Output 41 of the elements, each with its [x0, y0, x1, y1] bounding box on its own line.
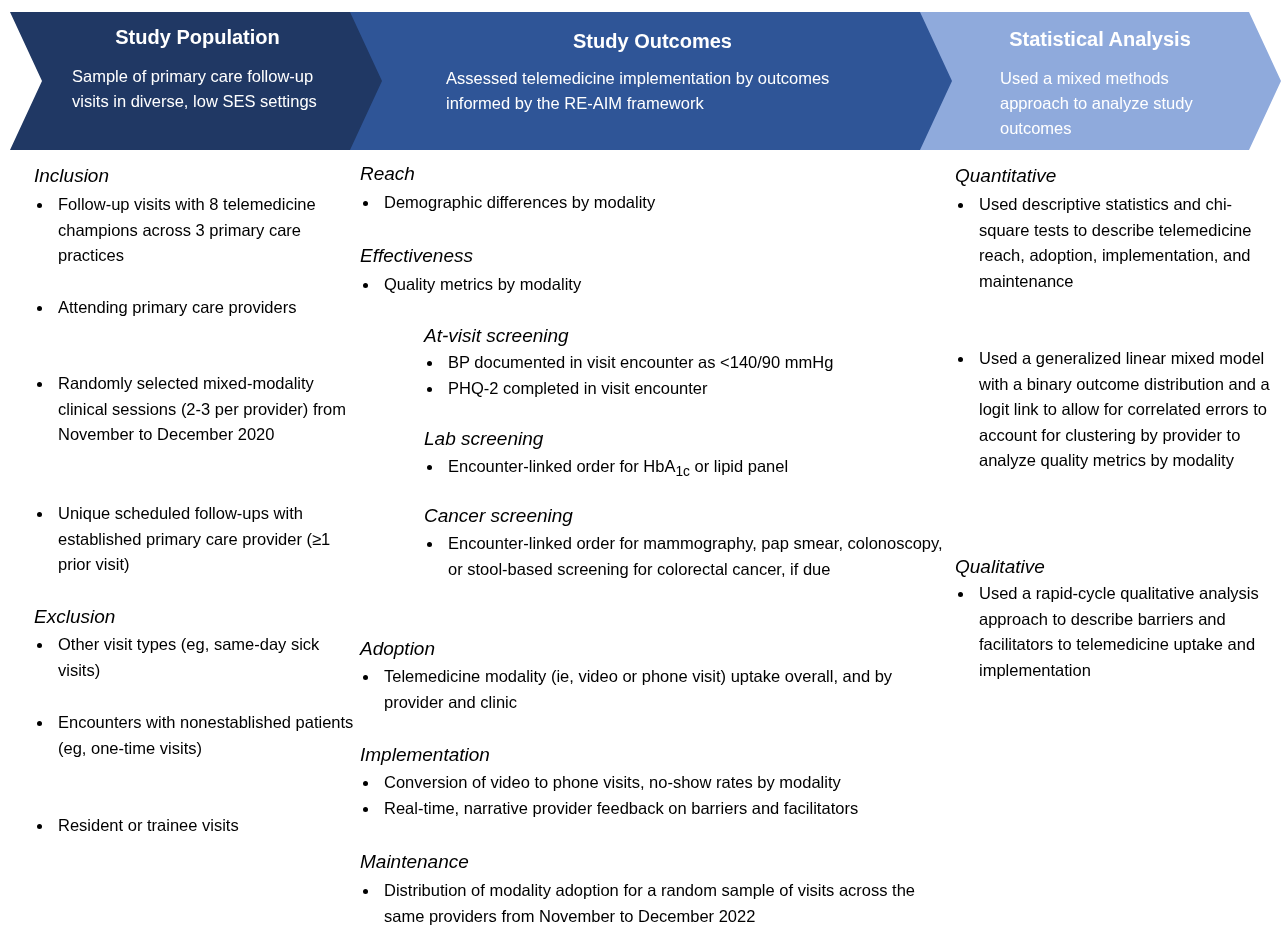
chevron-banner [10, 12, 385, 150]
section-heading: Adoption [360, 637, 436, 661]
section-heading: Effectiveness [360, 244, 474, 268]
bullet-item: Quality metrics by modality [360, 272, 954, 298]
banner-heading: Statistical Analysis [1008, 28, 1192, 51]
section-heading: Cancer screening [424, 504, 574, 528]
section-heading: Reach [360, 162, 416, 186]
banner-heading: Study Population [114, 26, 281, 49]
bullet-item: Used a generalized linear mixed model with a binary outcome distribution and a logit link to allow for correlated errors to account for clustering by provider to analyze quality metrics by modality [955, 346, 1279, 474]
bullet-item: BP documented in visit encounter as <140/90 mmHg [424, 350, 954, 376]
bullet-item: Other visit types (eg, same-day sick visits) [34, 632, 354, 683]
banner-heading: Study Outcomes [572, 30, 733, 53]
bullet-item: PHQ-2 completed in visit encounter [424, 376, 954, 402]
section-heading: Quantitative [955, 164, 1058, 188]
bullet-item: Attending primary care providers [34, 295, 354, 321]
bullet-item: Resident or trainee visits [34, 813, 354, 839]
section-heading: Inclusion [34, 164, 110, 188]
bullet-item: Used a rapid-cycle qualitative analysis approach to describe barriers and facilitators to telemedicine uptake and implementation [955, 581, 1279, 683]
bullet-item: Encounter-linked order for mammography, pap smear, colonoscopy, or stool-based screening for colorectal cancer, if due [424, 531, 954, 582]
bullet-item: Telemedicine modality (ie, video or phone visit) uptake overall, and by provider and clinic [360, 664, 954, 715]
section-heading: Lab screening [424, 427, 545, 451]
bullet-item: Randomly selected mixed-modality clinical sessions (2-3 per provider) from November to December 2020 [34, 371, 354, 448]
bullet-item: Real-time, narrative provider feedback on barriers and facilitators [360, 796, 954, 822]
bullet-item: Used descriptive statistics and chi-square tests to describe telemedicine reach, adoption, implementation, and maintenance [955, 192, 1279, 294]
banner-text: Used a mixed methods approach to analyze study outcomes [1000, 68, 1194, 139]
bullet-item: Conversion of video to phone visits, no-show rates by modality [360, 770, 954, 796]
bullet-item: Encounter-linked order for HbA$_{1c}$ or lipid panel [424, 454, 954, 485]
bullet-item: Follow-up visits with 8 telemedicine champions across 3 primary care practices [34, 192, 354, 269]
bullet-item: Distribution of modality adoption for a random sample of visits across the same providers from November to December 2022 [360, 878, 954, 926]
chevron-banner [920, 12, 1281, 150]
banner-text: Sample of primary care follow-up visits in diverse, low SES settings [72, 66, 318, 112]
bullet-item: Demographic differences by modality [360, 190, 954, 216]
section-heading: Implementation [360, 743, 491, 767]
chevron-banner [350, 12, 955, 150]
section-heading: At-visit screening [424, 324, 570, 348]
bullet-item: Encounters with nonestablished patients (eg, one-time visits) [34, 710, 354, 761]
section-heading: Qualitative [955, 555, 1046, 579]
section-heading: Exclusion [34, 605, 117, 629]
section-heading: Maintenance [360, 850, 470, 874]
banner-text: Assessed telemedicine implementation by outcomes informed by the RE-AIM framework [446, 68, 831, 114]
bullet-item: Unique scheduled follow-ups with established primary care provider (≥1 prior visit) [34, 501, 354, 578]
